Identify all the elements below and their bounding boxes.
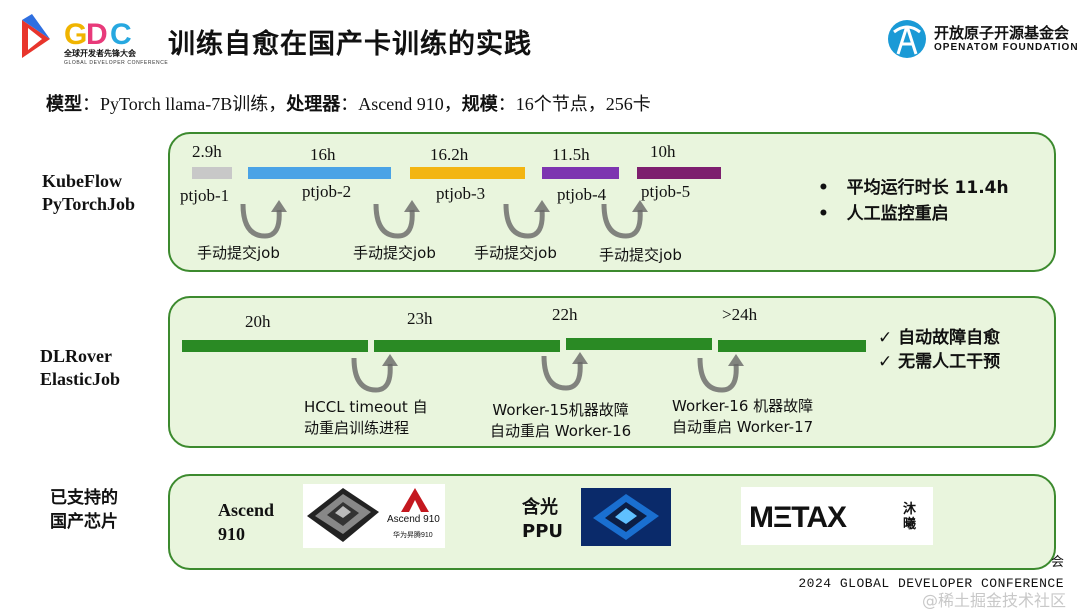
dlrover-duration-1: 20h xyxy=(245,312,271,331)
page-title: 训练自愈在国产卡训练的实践 xyxy=(168,29,532,60)
manual-submit-note-1: 手动提交job xyxy=(197,244,280,262)
kubeflow-panel xyxy=(168,132,1056,272)
kubeflow-bar-2 xyxy=(248,167,391,179)
kubeflow-label-line1: KubeFlow xyxy=(42,171,123,191)
kubeflow-bar-3 xyxy=(410,167,525,179)
dlrover-note-1: HCCL timeout 自 动重启训练进程 xyxy=(304,397,428,439)
kubeflow-label: KubeFlow PyTorchJob xyxy=(42,170,135,216)
dlrover-label-line1: DLRover xyxy=(40,346,112,366)
processor-value: Ascend 910 xyxy=(358,94,444,114)
scale-label: 规模 xyxy=(461,94,498,115)
auto-restart-arrow-icon xyxy=(351,354,398,393)
kubeflow-label-line2: PyTorchJob xyxy=(42,194,136,214)
kubeflow-job-1: ptjob-1 xyxy=(180,186,230,205)
metax-cn-2: 曦 xyxy=(903,516,917,531)
model-label: 模型 xyxy=(46,94,82,115)
chip-ascend-name: Ascend 910 xyxy=(218,498,274,546)
dlrover-duration-4: >24h xyxy=(722,305,758,324)
dlrover-note-1-line2: 动重启训练进程 xyxy=(304,419,410,437)
gdc-sub-en: GLOBAL DEVELOPER CONFERENCE xyxy=(64,60,169,66)
restart-arrow-icon xyxy=(503,200,550,239)
dlrover-check-1: ✓ 自动故障自愈 xyxy=(878,328,1001,348)
ascend-brand-cn: 华为昇腾910 xyxy=(393,532,433,539)
chip-icon xyxy=(307,488,379,542)
dlrover-note-2-line2: 自动重启 Worker-16 xyxy=(490,422,632,440)
footer-conference: 2024 GLOBAL DEVELOPER CONFERENCE xyxy=(798,576,1064,591)
kubeflow-bullet-2-text: 人工监控重启 xyxy=(846,204,949,224)
gdc-logo: G D C 全球开发者先锋大会 GLOBAL DEVELOPER CONFERE… xyxy=(20,12,168,72)
metax-cn-1: 沐 xyxy=(903,501,917,516)
metax-cn: 沐 曦 xyxy=(903,501,916,531)
auto-restart-arrow-icon xyxy=(541,352,588,391)
dlrover-duration-3: 22h xyxy=(552,305,578,324)
chip-ppu-line1: 含光 xyxy=(522,497,558,518)
ppu-chip-icon xyxy=(581,488,671,546)
dlrover-note-2: Worker-15机器故障 自动重启 Worker-16 xyxy=(490,400,631,442)
metax-logo: MΞTAX 沐 曦 xyxy=(741,487,933,545)
model-value: PyTorch llama-7B训练 xyxy=(100,94,269,114)
svg-text:C: C xyxy=(110,18,132,51)
dlrover-note-1-line1: HCCL timeout 自 xyxy=(304,398,428,416)
openatom-en: OPENATOM FOUNDATION xyxy=(934,42,1079,53)
kubeflow-job-5: ptjob-5 xyxy=(641,182,691,201)
restart-arrow-icon xyxy=(373,200,420,239)
processor-label: 处理器 xyxy=(286,94,341,115)
ascend-logo-icon xyxy=(401,488,429,512)
dlrover-bar-2 xyxy=(374,340,560,352)
kubeflow-job-4: ptjob-4 xyxy=(557,185,607,204)
ppu-chip-image xyxy=(581,488,671,546)
manual-submit-note-4: 手动提交job xyxy=(599,246,682,264)
manual-submit-note-2: 手动提交job xyxy=(353,244,436,262)
chip-ppu-name: 含光 PPU xyxy=(522,496,563,544)
ascend-chip-image: Ascend 910 华为昇腾910 xyxy=(303,484,445,548)
kubeflow-bullet-2: • 人工监控重启 xyxy=(818,204,949,224)
supported-label-line1: 已支持的 xyxy=(50,488,118,508)
openatom-cn: 开放原子开源基金会 xyxy=(934,24,1070,42)
kubeflow-bar-1 xyxy=(192,167,232,179)
kubeflow-duration-4: 11.5h xyxy=(552,145,590,164)
chip-ascend-line2: 910 xyxy=(218,524,245,544)
kubeflow-job-3: ptjob-3 xyxy=(436,184,486,203)
auto-restart-arrow-icon xyxy=(697,354,744,393)
kubeflow-duration-2: 16h xyxy=(310,145,336,164)
restart-arrow-icon xyxy=(601,200,648,239)
dlrover-note-3: Worker-16 机器故障 自动重启 Worker-17 xyxy=(672,396,813,438)
manual-submit-note-3: 手动提交job xyxy=(474,244,557,262)
chip-ascend-line1: Ascend xyxy=(218,500,275,520)
dlrover-label: DLRover ElasticJob xyxy=(40,345,120,391)
ascend-brand: Ascend 910 xyxy=(387,514,440,525)
dlrover-note-3-line2: 自动重启 Worker-17 xyxy=(672,418,814,436)
subtitle: 模型：PyTorch llama-7B训练，处理器：Ascend 910，规模：… xyxy=(46,94,651,115)
kubeflow-bar-4 xyxy=(542,167,619,179)
supported-label-line2: 国产芯片 xyxy=(50,512,118,532)
restart-arrow-icon xyxy=(240,200,287,239)
dlrover-label-line2: ElasticJob xyxy=(40,369,121,389)
gdc-sub-cn: 全球开发者先锋大会 xyxy=(64,49,136,58)
dlrover-bar-4 xyxy=(718,340,866,352)
watermark: @稀土掘金技术社区 xyxy=(921,591,1066,610)
supported-label: 已支持的 国产芯片 xyxy=(50,486,118,534)
openatom-logo: 开放原子开源基金会 OPENATOM FOUNDATION xyxy=(886,18,1078,62)
dlrover-panel xyxy=(168,296,1056,448)
kubeflow-duration-5: 10h xyxy=(650,142,676,161)
gdc-letters: G xyxy=(64,18,87,51)
chip-ppu-line2: PPU xyxy=(522,521,564,542)
dlrover-bar-3 xyxy=(566,338,712,350)
kubeflow-bullet-1: • 平均运行时长 11.4h xyxy=(818,178,1009,198)
kubeflow-bar-5 xyxy=(637,167,721,179)
footer-partial-text: 会 xyxy=(1050,554,1064,569)
kubeflow-job-2: ptjob-2 xyxy=(302,182,352,201)
dlrover-bar-1 xyxy=(182,340,368,352)
kubeflow-duration-3: 16.2h xyxy=(430,145,469,164)
dlrover-note-2-line1: Worker-15机器故障 xyxy=(492,401,629,419)
dlrover-note-3-line1: Worker-16 机器故障 xyxy=(672,397,814,415)
metax-wordmark: MΞTAX xyxy=(749,501,847,534)
scale-value: 16个节点，256卡 xyxy=(515,94,651,114)
openatom-icon xyxy=(888,20,926,58)
dlrover-check-2: ✓ 无需人工干预 xyxy=(878,352,1001,372)
dlrover-duration-2: 23h xyxy=(407,309,433,328)
kubeflow-duration-1: 2.9h xyxy=(192,142,222,161)
svg-text:D: D xyxy=(86,18,108,51)
kubeflow-bullet-1-text: 平均运行时长 11.4h xyxy=(846,178,1009,198)
